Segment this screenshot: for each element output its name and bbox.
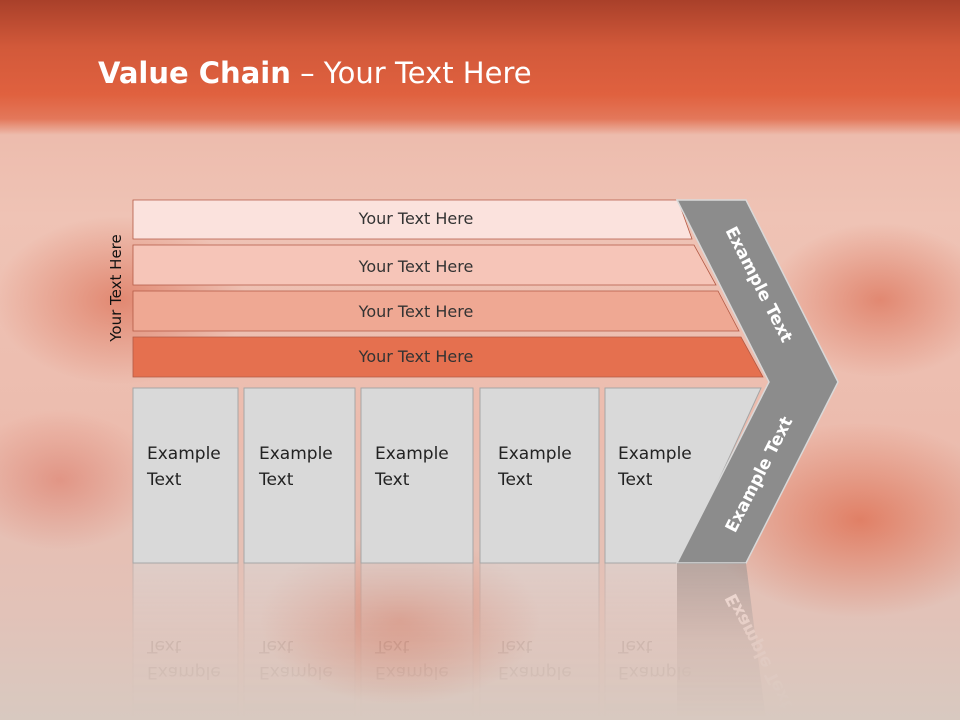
- title-rest: – Your Text Here: [290, 56, 532, 90]
- activity-box-4[interactable]: [479, 387, 600, 564]
- band-2[interactable]: [132, 244, 717, 286]
- activity-box-3-line1: Example: [375, 444, 449, 464]
- activity-box-4-line1: Example: [498, 444, 572, 464]
- diagram-reflection: Example Text Example Text Example Text E…: [132, 562, 797, 720]
- reflection-box-3-line2: Text: [374, 636, 410, 656]
- activity-box-3[interactable]: [360, 387, 474, 564]
- reflection-box-4-line2: Text: [497, 636, 533, 656]
- band-3[interactable]: [132, 290, 740, 332]
- title-bold: Value Chain: [98, 56, 291, 90]
- activity-box-4-line2: Text: [497, 470, 533, 490]
- activity-box-5-line1: Example: [618, 444, 692, 464]
- band-4-label: Your Text Here: [358, 347, 474, 366]
- activity-box-1[interactable]: [132, 387, 239, 564]
- activity-box-3-line2: Text: [374, 470, 410, 490]
- reflection-box-2: [243, 562, 356, 720]
- bands-layer: Your Text Here Your Text Here Your Text …: [132, 199, 764, 378]
- reflection-box-4-line1: Example: [498, 662, 572, 682]
- band-1-label: Your Text Here: [358, 209, 474, 228]
- activity-box-5-line2: Text: [617, 470, 653, 490]
- activity-box-1-line2: Text: [146, 470, 182, 490]
- reflection-box-2-line2: Text: [258, 636, 294, 656]
- band-3-label: Your Text Here: [358, 302, 474, 321]
- activity-box-2-line2: Text: [258, 470, 294, 490]
- slide-title[interactable]: Value Chain – Your Text Here: [98, 56, 532, 90]
- band-4[interactable]: [132, 336, 764, 378]
- boxes-layer: Example Text Example Text Example Text E…: [132, 387, 762, 564]
- reflection-box-1-line1: Example: [147, 662, 221, 682]
- reflection-box-1-line2: Text: [146, 636, 182, 656]
- band-2-label: Your Text Here: [358, 257, 474, 276]
- activity-box-1-line1: Example: [147, 444, 221, 464]
- reflection-arrow: [677, 563, 766, 720]
- reflection-box-5-line1: Example: [618, 662, 692, 682]
- activity-box-2-line1: Example: [259, 444, 333, 464]
- reflection-box-3-line1: Example: [375, 662, 449, 682]
- activity-box-2[interactable]: [243, 387, 356, 564]
- reflection-box-2-line1: Example: [259, 662, 333, 682]
- reflection-box-5-line2: Text: [617, 636, 653, 656]
- header-band: [0, 0, 960, 135]
- reflection-box-1: [132, 562, 239, 720]
- reflection-box-4: [479, 562, 600, 720]
- band-1[interactable]: [132, 199, 693, 240]
- reflection-box-3: [360, 562, 474, 720]
